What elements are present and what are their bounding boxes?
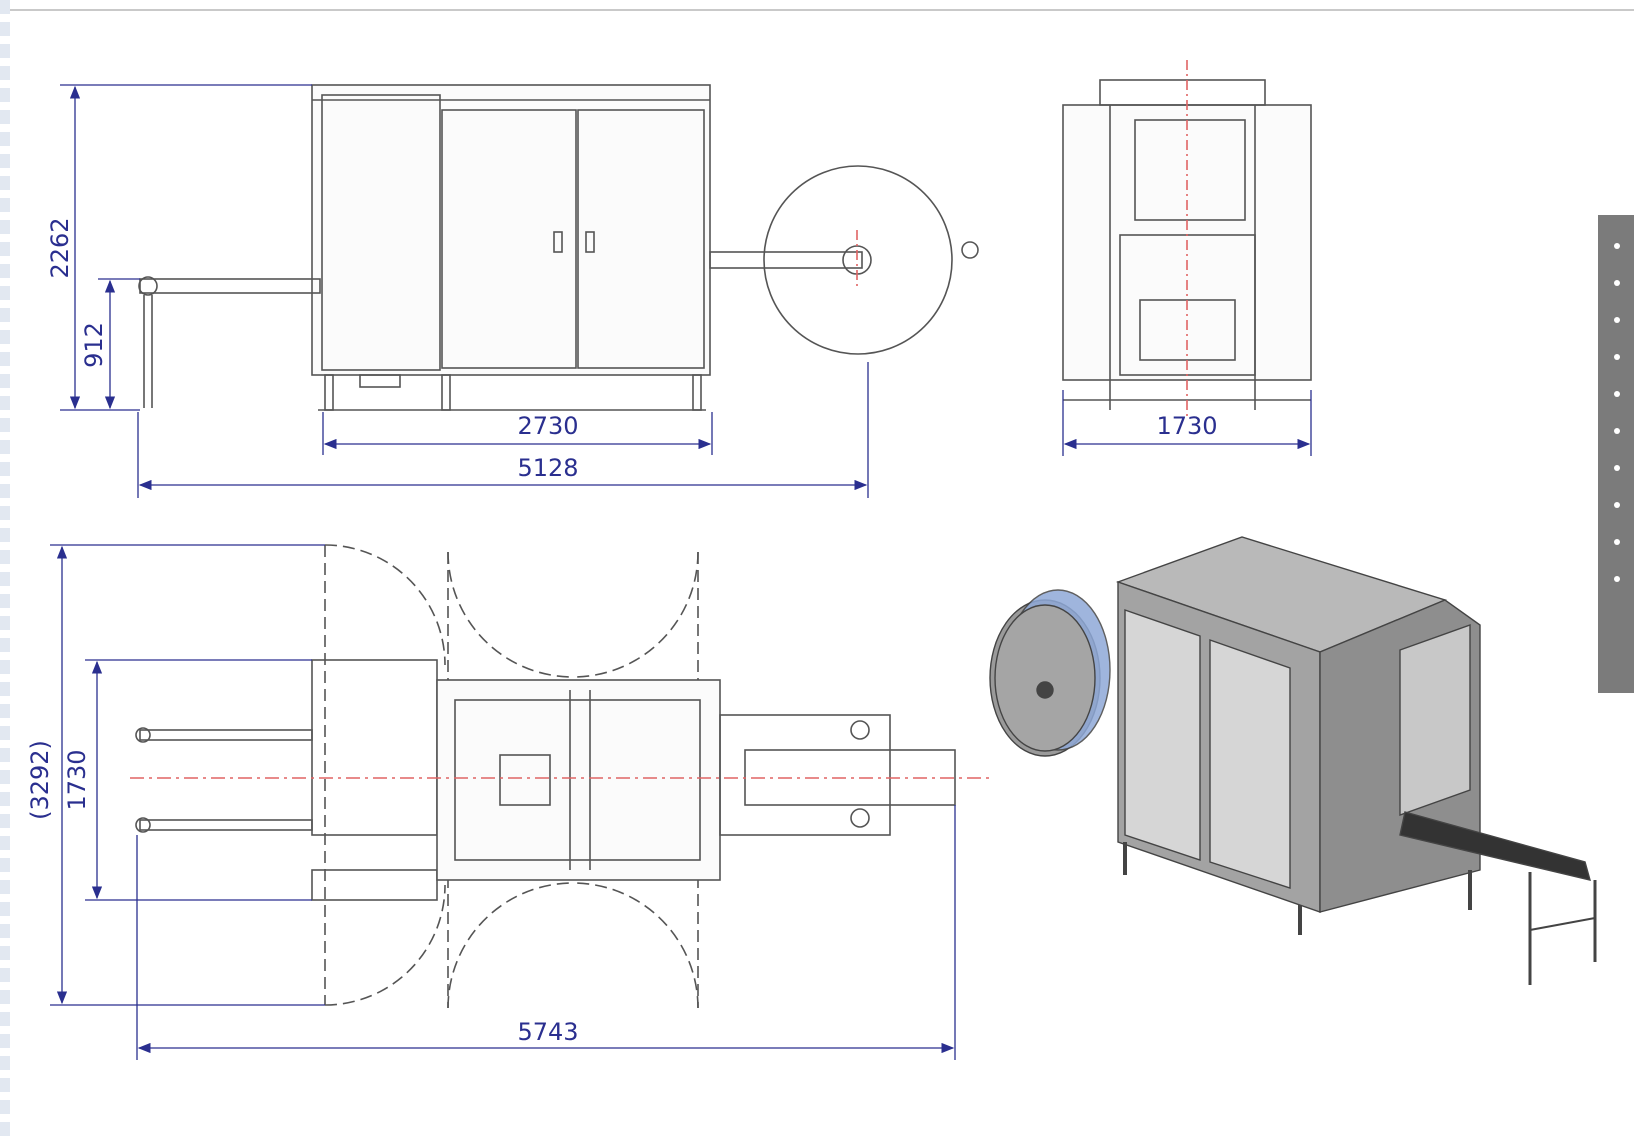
side-tab-bullet (1614, 576, 1620, 582)
page-edge-strip (0, 0, 10, 1139)
side-tab-bullet (1614, 317, 1620, 323)
dim-total-length: 5128 (517, 454, 578, 482)
dim-top-frame-width: 1730 (63, 749, 91, 810)
side-tab-bullet (1614, 391, 1620, 397)
dim-height-total: 2262 (46, 217, 74, 278)
top-view (130, 544, 990, 1009)
side-tab-bullet (1614, 243, 1620, 249)
side-view-dimensions (60, 84, 869, 498)
side-tab-bullet (1614, 502, 1620, 508)
front-view (1062, 60, 1312, 420)
side-tab-bullet (1614, 539, 1620, 545)
dim-front-width: 1730 (1156, 412, 1217, 440)
front-view-dimensions (1062, 390, 1312, 456)
dim-top-total-length: 5743 (517, 1018, 578, 1046)
side-tab-bullet (1614, 280, 1620, 286)
isometric-3d-view (989, 536, 1597, 985)
dim-height-conveyor: 912 (80, 322, 108, 368)
dim-frame-width: 2730 (517, 412, 578, 440)
side-tab-bullet (1614, 465, 1620, 471)
dim-overall-width: (3292) (26, 740, 54, 820)
side-tab[interactable] (1598, 215, 1634, 693)
side-tab-bullet (1614, 428, 1620, 434)
side-view (138, 84, 979, 411)
side-tab-bullet (1614, 354, 1620, 360)
top-view-dimensions (50, 544, 956, 1060)
